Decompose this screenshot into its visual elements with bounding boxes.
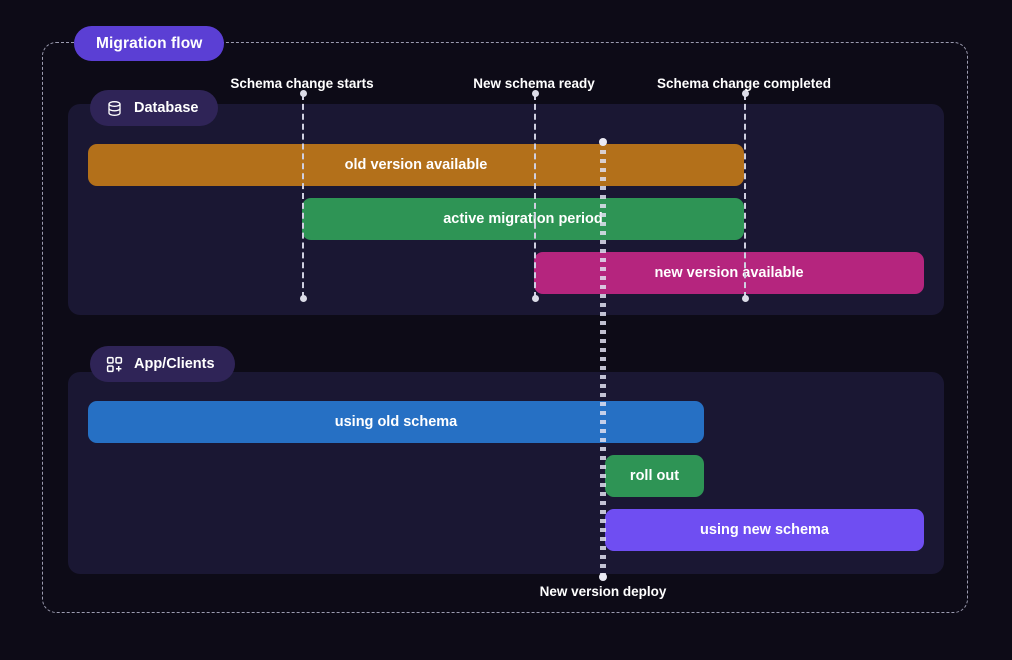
bar-active-migration-period[interactable]: active migration period (302, 198, 744, 240)
database-icon (106, 100, 123, 117)
marker-dot-top (532, 90, 539, 97)
marker-dot-top (742, 90, 749, 97)
marker-dot-bottom (532, 295, 539, 302)
lane-label-app-clients: App/Clients (134, 356, 215, 372)
deploy-marker-dot-bottom (599, 573, 607, 581)
page-title: Migration flow (96, 34, 203, 52)
marker-line-new-version-deploy (600, 141, 606, 577)
bar-roll-out[interactable]: roll out (605, 455, 704, 497)
marker-label-new-version-deploy: New version deploy (539, 584, 667, 599)
bar-old-version-available[interactable]: old version available (88, 144, 744, 186)
marker-label-schema-change-starts: Schema change starts (230, 76, 374, 91)
diagram-frame (42, 42, 968, 613)
lane-badge-database[interactable]: Database (90, 90, 219, 126)
lane-label-database: Database (134, 100, 199, 116)
apps-add-icon (106, 356, 123, 373)
marker-line-schema-change-completed (742, 90, 749, 302)
lane-badge-app-clients[interactable]: App/Clients (90, 346, 235, 382)
bar-new-version-available[interactable]: new version available (534, 252, 924, 294)
marker-dot-bottom (742, 295, 749, 302)
bar-using-old-schema[interactable]: using old schema (88, 401, 704, 443)
marker-line-schema-change-starts (300, 90, 307, 302)
marker-dot-bottom (300, 295, 307, 302)
diagram-title-badge: Migration flow (74, 26, 225, 61)
marker-dot-top (300, 90, 307, 97)
marker-label-new-schema-ready: New schema ready (473, 76, 595, 91)
deploy-marker-dot-top (599, 138, 607, 146)
marker-label-schema-change-completed: Schema change completed (656, 76, 832, 91)
marker-line-new-schema-ready (532, 90, 539, 302)
bar-using-new-schema[interactable]: using new schema (605, 509, 924, 551)
